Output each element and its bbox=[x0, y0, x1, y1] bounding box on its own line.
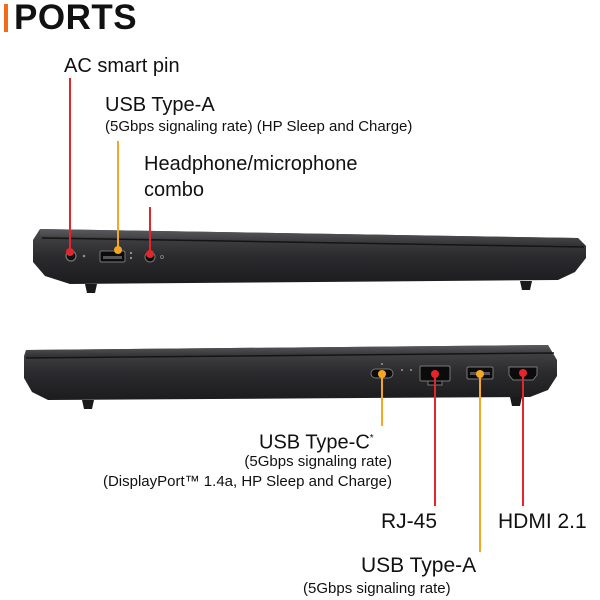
right-callouts bbox=[378, 369, 527, 552]
laptop-left-foot-front bbox=[85, 284, 97, 293]
hdmi-label: HDMI 2.1 bbox=[498, 510, 587, 533]
page-title: PORTS bbox=[14, 0, 138, 37]
left-usb-a-label: USB Type-A bbox=[105, 94, 215, 116]
laptop-right-side bbox=[24, 345, 557, 409]
usb-c-label-sup: * bbox=[369, 433, 374, 444]
left-callouts bbox=[66, 78, 154, 258]
left-usb-a-detail: (5Gbps signaling rate) (HP Sleep and Cha… bbox=[105, 118, 413, 135]
usb-c-detail-1: (5Gbps signaling rate) bbox=[244, 453, 392, 470]
laptop-right-lid bbox=[26, 345, 552, 357]
audio-jack-label-line2: combo bbox=[144, 179, 205, 201]
right-usb-a-label: USB Type-A bbox=[361, 554, 477, 577]
rj45-label: RJ-45 bbox=[381, 510, 438, 533]
usb-c-detail-2: (DisplayPort™ 1.4a, HP Sleep and Charge) bbox=[102, 473, 392, 490]
audio-jack-marker bbox=[146, 250, 154, 258]
usb-c-label: USB Type-C* bbox=[259, 427, 374, 455]
audio-jack-label-line1: Headphone/microphone bbox=[144, 153, 358, 175]
laptop-left-side bbox=[33, 229, 586, 293]
laptop-left-lid bbox=[40, 229, 586, 246]
ac-pin-marker bbox=[66, 248, 74, 256]
left-usb-a-marker bbox=[114, 246, 122, 254]
laptop-right-chassis bbox=[24, 345, 557, 400]
laptop-right-foot-rear bbox=[510, 397, 522, 406]
title-accent-bar bbox=[4, 4, 8, 32]
laptop-right-foot-front bbox=[82, 400, 94, 409]
laptop-left-foot-rear bbox=[520, 281, 532, 290]
right-usb-a-detail: (5Gbps signaling rate) bbox=[303, 580, 451, 597]
usb-c-label-text: USB Type-C bbox=[259, 431, 370, 454]
ac-smart-pin-label: AC smart pin bbox=[64, 55, 180, 77]
